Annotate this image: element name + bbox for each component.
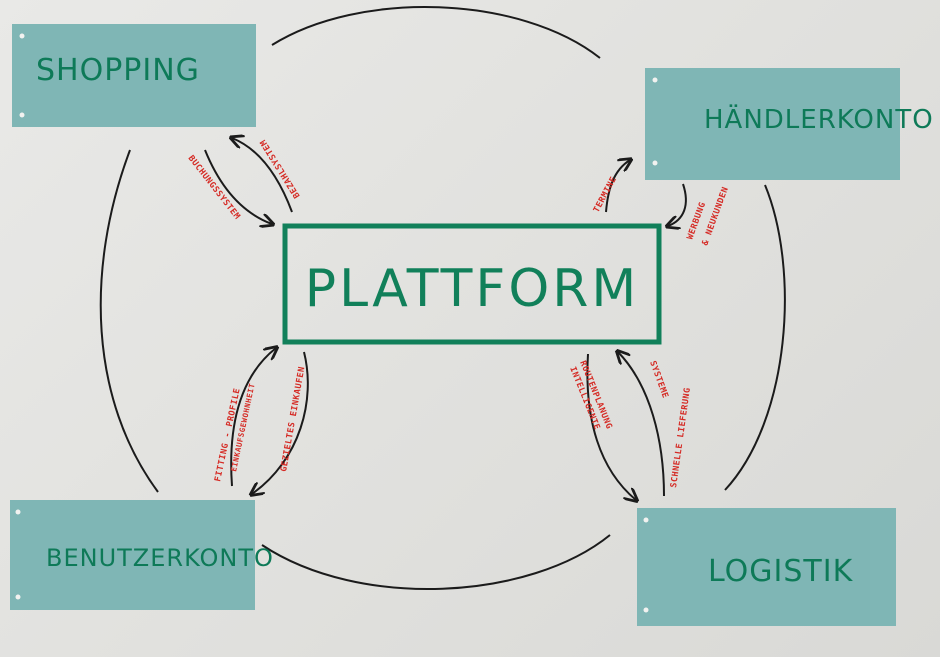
center-title: PLATTFORM [305,259,640,319]
node-plattform[interactable]: PLATTFORM [282,223,662,345]
pin-hole-icon [652,160,658,166]
node-label-logistik: LOGISTIK [708,554,854,589]
curve-shopping-benutzer [99,149,159,493]
node-logistik[interactable]: LOGISTIK [637,508,896,626]
node-shopping[interactable]: SHOPPING [12,24,256,127]
node-label-shopping: SHOPPING [36,53,200,88]
node-haendlerkonto[interactable]: HÄNDLERKONTO [645,68,934,180]
arrow-to-plattform-werbung [668,183,687,226]
curve-haendler-logistik [724,184,786,491]
curve-benutzer-logistik [261,534,611,591]
arrow-to-plattform-fitting [230,348,276,487]
pin-hole-icon [643,517,649,523]
arrow-to-shopping [232,138,293,213]
edge-label-systeme: SYSTEME [647,360,670,400]
edge-label-schnelle-lieferung: SCHNELLE LIEFERUNG [669,387,693,489]
edge-label-buchungssystem: BUCHUNGSSYSTEM [186,154,242,222]
arrow-to-plattform-buchung [204,149,272,224]
arrow-to-plattform-systeme [618,352,665,497]
edge-label-bezahlsystem: BEZAHLSYSTEM [258,137,302,199]
pin-hole-icon [19,33,25,39]
arrow-to-haendlerkonto [605,160,630,213]
pin-hole-icon [15,594,21,600]
pin-hole-icon [15,509,21,515]
node-label-haendlerkonto: HÄNDLERKONTO [704,103,934,135]
pin-hole-icon [643,607,649,613]
pin-hole-icon [19,112,25,118]
curve-shopping-haendler [271,6,601,59]
node-label-benutzerkonto: BENUTZERKONTO [46,544,274,572]
node-benutzerkonto[interactable]: BENUTZERKONTO [10,500,274,610]
edge-label-neukunden: & NEUKUNDEN [700,186,731,247]
arrow-to-benutzerkonto [252,351,309,494]
arrow-to-logistik [586,353,636,500]
pin-hole-icon [652,77,658,83]
